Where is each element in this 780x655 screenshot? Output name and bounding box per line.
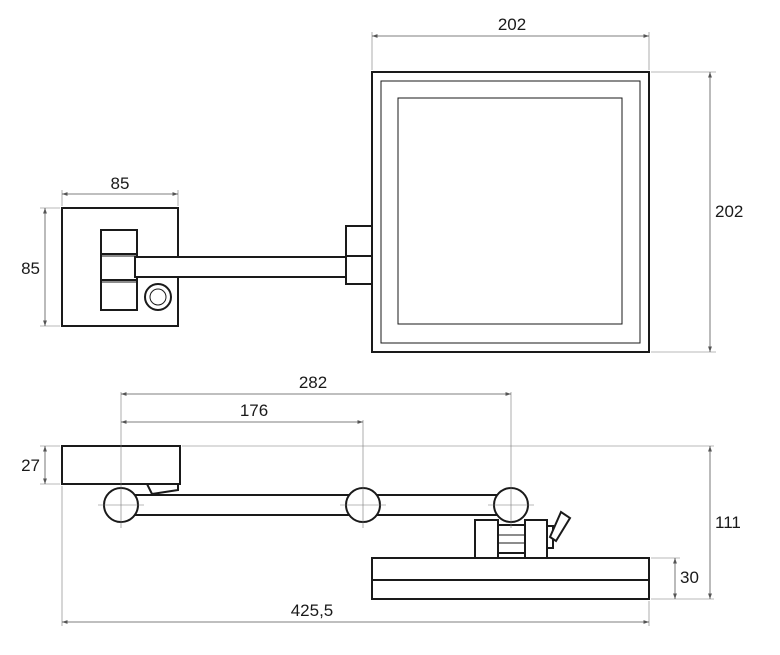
dim-base-depth: 27 bbox=[21, 445, 60, 485]
dim-base-height: 85 bbox=[21, 207, 60, 327]
dim-label-base-height: 85 bbox=[21, 259, 40, 278]
power-button-icon bbox=[144, 283, 172, 311]
dim-label-base-width: 85 bbox=[111, 174, 130, 193]
dim-arm-reach-inner: 176 bbox=[121, 401, 363, 424]
dim-label-total-length: 425,5 bbox=[291, 601, 334, 620]
dim-base-width: 85 bbox=[61, 174, 179, 206]
dim-label-mirror-depth: 30 bbox=[680, 568, 699, 587]
dim-label-total-depth: 111 bbox=[715, 513, 741, 532]
top-view: 202 202 85 85 bbox=[21, 15, 743, 353]
dim-label-mirror-height: 202 bbox=[715, 202, 743, 221]
centerlines bbox=[98, 392, 534, 528]
dim-mirror-depth: 30 bbox=[651, 557, 699, 599]
swing-arm-side bbox=[120, 494, 512, 516]
adjustment-knob-icon bbox=[548, 510, 572, 543]
dim-label-mirror-width: 202 bbox=[498, 15, 526, 34]
dim-arm-reach-outer: 282 bbox=[121, 373, 511, 396]
dim-label-base-depth: 27 bbox=[21, 456, 40, 475]
mirror-front bbox=[371, 71, 650, 353]
mirror-side bbox=[371, 557, 650, 600]
mirror-hinge bbox=[474, 519, 554, 559]
side-view: 282 176 27 111 30 bbox=[21, 373, 741, 626]
dim-label-arm-reach-outer: 282 bbox=[299, 373, 327, 392]
swing-arm-top bbox=[134, 225, 373, 285]
dim-total-depth: 111 bbox=[182, 445, 741, 600]
dim-mirror-width: 202 bbox=[371, 15, 650, 70]
dim-label-arm-reach-inner: 176 bbox=[240, 401, 268, 420]
dim-mirror-height: 202 bbox=[651, 71, 743, 353]
dim-total-length: 425,5 bbox=[61, 486, 650, 626]
